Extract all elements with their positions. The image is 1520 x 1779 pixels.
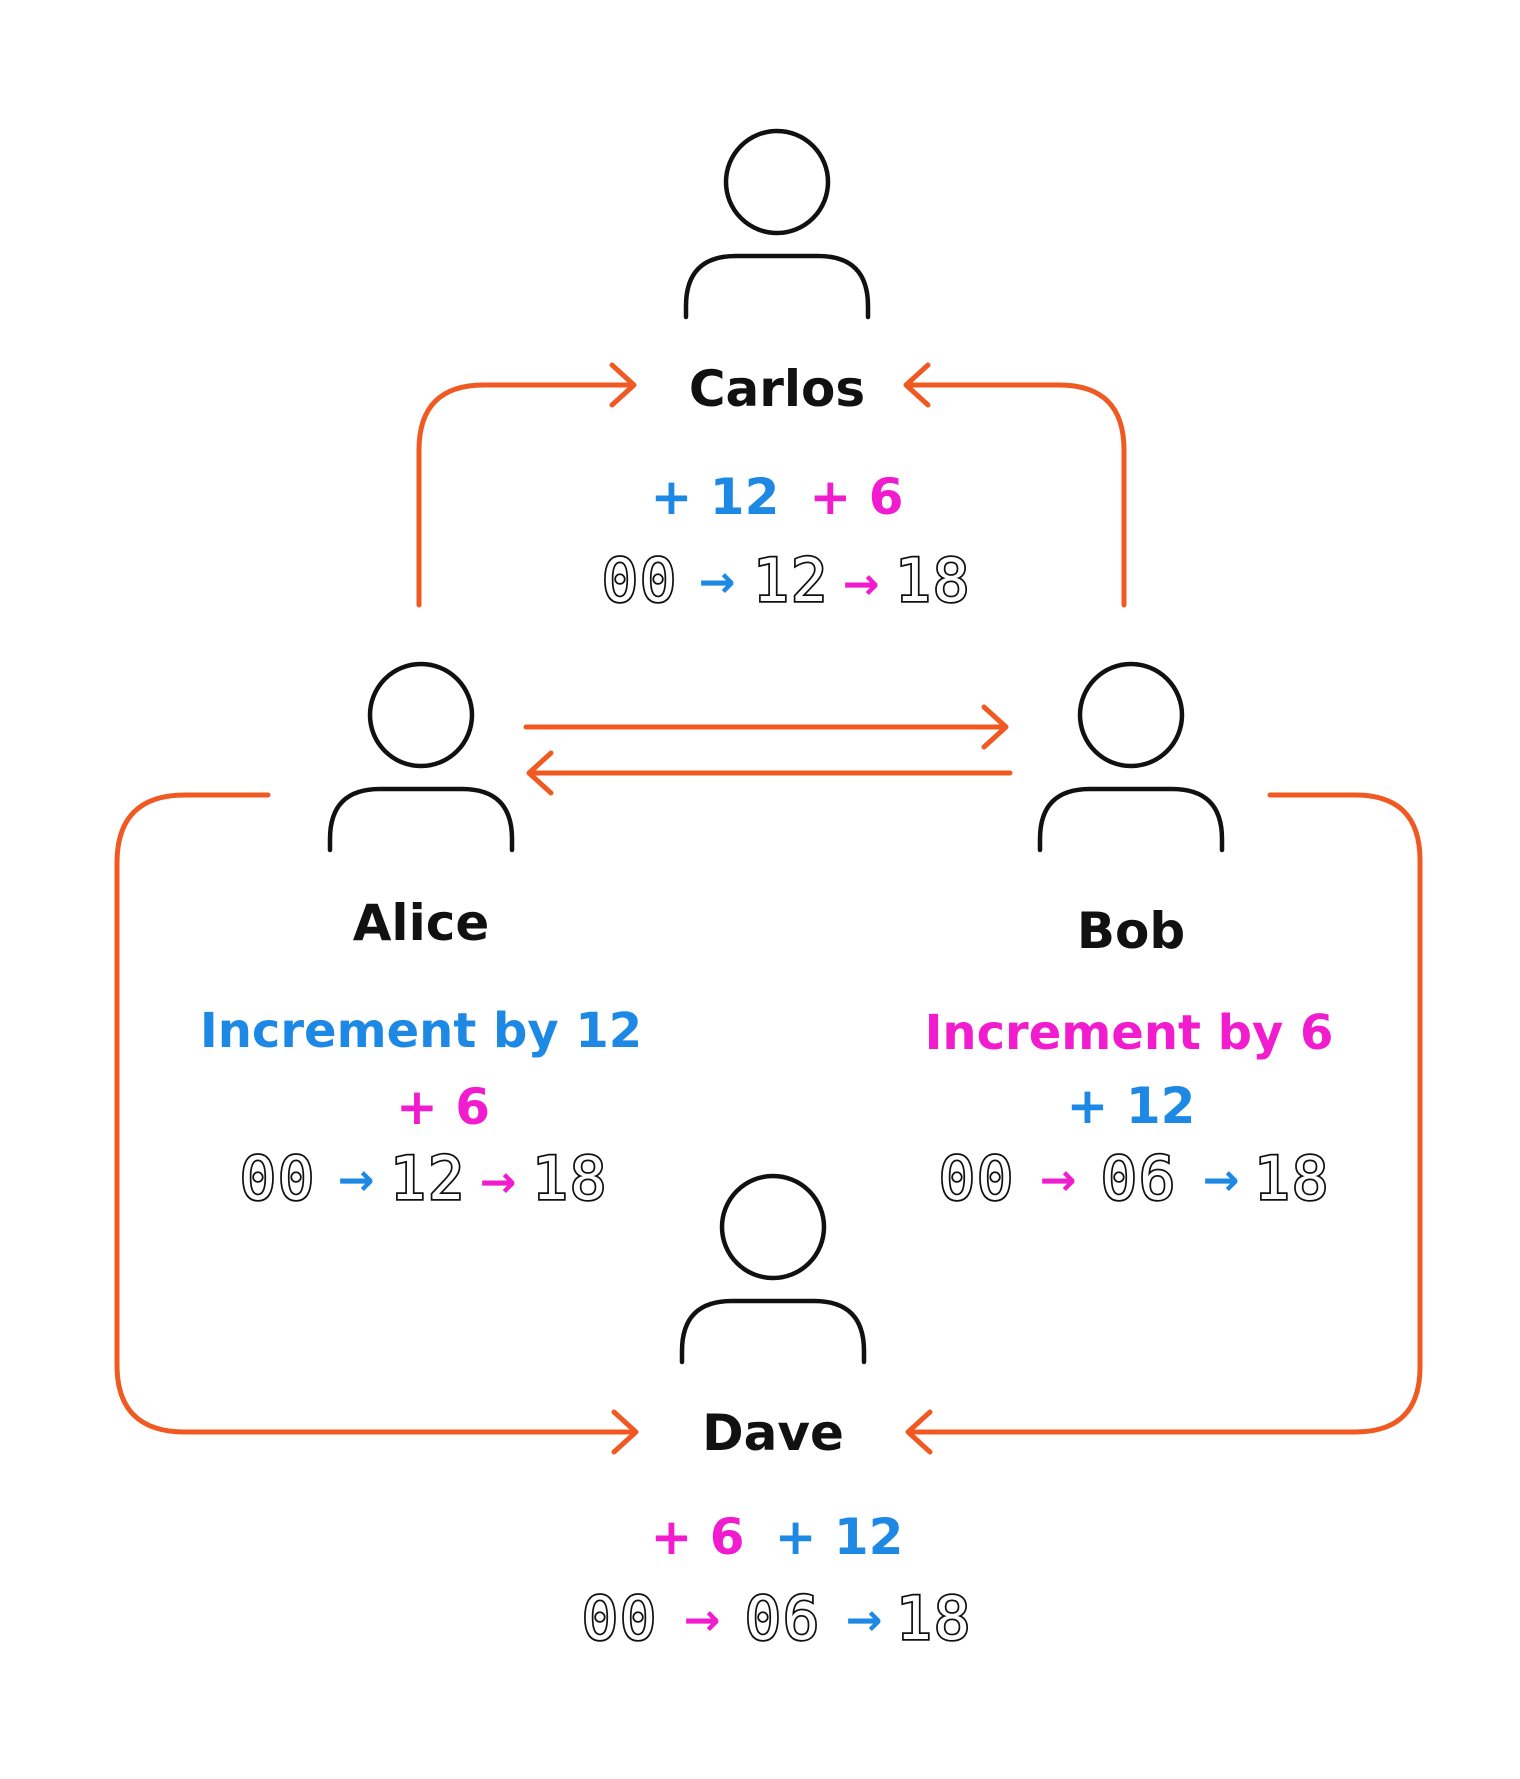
- bob-seq-arrow-icon: →: [1040, 1155, 1077, 1206]
- dave-seq-value: 18: [896, 1584, 972, 1654]
- carlos-name: Carlos: [689, 360, 865, 418]
- alice-increment-label: Increment by 12: [200, 1003, 642, 1059]
- dave-delta: + 12: [775, 1508, 904, 1566]
- alice-sequence: 00 → 12 → 18: [238, 1142, 608, 1216]
- alice-seq-arrow-icon: →: [480, 1157, 517, 1208]
- bob-name: Bob: [1077, 902, 1185, 960]
- alice-delta: + 6: [396, 1078, 490, 1136]
- carlos-seq-value: 18: [895, 546, 971, 616]
- dave-delta: + 6: [651, 1508, 745, 1566]
- bob-delta: + 12: [1067, 1077, 1196, 1135]
- carlos-delta: + 12: [651, 468, 780, 526]
- arrowhead-bob-to-carlos-icon: [903, 362, 931, 408]
- bob-seq-value: 00: [939, 1144, 1015, 1214]
- bob-deltas: + 12: [1067, 1077, 1196, 1135]
- connectors: [114, 362, 1423, 1455]
- bob-seq-value: 06: [1101, 1144, 1177, 1214]
- dave-deltas: + 6 + 12: [651, 1508, 904, 1566]
- carlos-delta: + 6: [809, 468, 903, 526]
- arrowhead-alice-to-carlos-icon: [609, 362, 637, 408]
- carlos-sequence: 00 → 12 → 18: [600, 544, 971, 618]
- connector-bob-to-dave: [907, 792, 1423, 1435]
- dave-seq-arrow-icon: →: [684, 1595, 721, 1646]
- carlos-seq-arrow-icon: →: [699, 557, 736, 608]
- carlos-seq-value: 00: [602, 546, 678, 616]
- dave-seq-value: 00: [582, 1584, 658, 1654]
- bob-seq-arrow-icon: →: [1203, 1155, 1240, 1206]
- alice-name: Alice: [353, 894, 490, 952]
- dave-seq-value: 06: [745, 1584, 821, 1654]
- carlos-deltas: + 12 + 6: [651, 468, 904, 526]
- alice-seq-arrow-icon: →: [338, 1155, 375, 1206]
- arrowhead-bob-to-alice-icon: [526, 750, 554, 796]
- connector-alice-to-carlos: [416, 382, 633, 608]
- person-icon-dave: [679, 1173, 867, 1365]
- person-icon-carlos: [683, 128, 871, 320]
- arrowhead-alice-to-bob-icon: [981, 704, 1009, 750]
- carlos-seq-value: 12: [753, 546, 829, 616]
- alice-deltas: + 6: [396, 1078, 490, 1136]
- person-icon-bob: [1037, 661, 1225, 853]
- bob-increment-label: Increment by 6: [925, 1005, 1334, 1061]
- connector-bob-to-carlos: [907, 382, 1127, 608]
- bob-seq-value: 18: [1254, 1144, 1330, 1214]
- alice-seq-value: 12: [390, 1144, 466, 1214]
- dave-sequence: 00 → 06 → 18: [580, 1582, 972, 1656]
- bob-sequence: 00 → 06 → 18: [937, 1142, 1330, 1216]
- carlos-seq-arrow-icon: →: [843, 559, 880, 610]
- connector-alice-to-dave: [114, 792, 637, 1435]
- alice-seq-value: 18: [532, 1144, 608, 1214]
- dave-name: Dave: [702, 1404, 844, 1462]
- arrowhead-alice-to-dave-icon: [611, 1409, 639, 1455]
- person-icon-alice: [327, 661, 515, 853]
- dave-seq-arrow-icon: →: [846, 1595, 883, 1646]
- alice-seq-value: 00: [240, 1144, 316, 1214]
- arrowhead-bob-to-dave-icon: [905, 1409, 933, 1455]
